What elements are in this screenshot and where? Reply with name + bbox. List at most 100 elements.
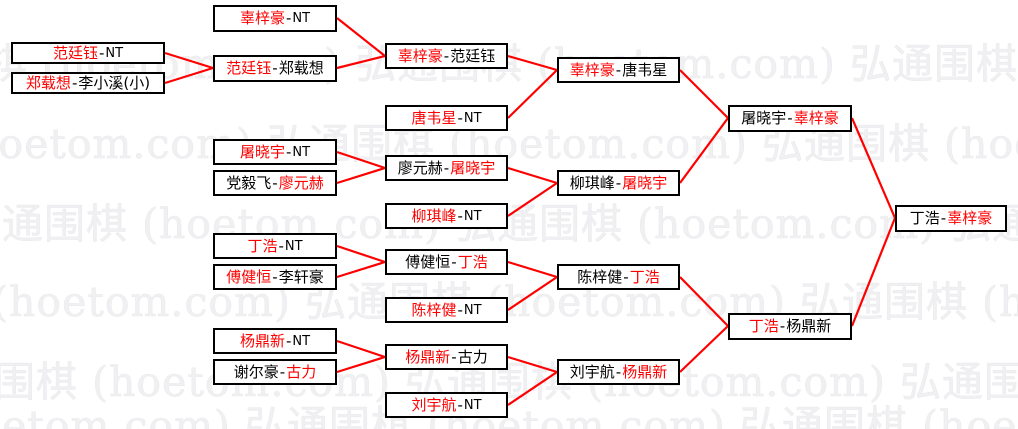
- match-separator: -: [272, 59, 278, 77]
- player-left: 傅健恒: [405, 252, 451, 271]
- connector-line: [850, 217, 897, 327]
- player-left: 范廷钰: [226, 59, 272, 77]
- player-right: 杨鼎新: [786, 317, 832, 335]
- connector-line: [164, 66, 214, 85]
- match-separator: -: [457, 395, 463, 414]
- match-separator: -: [272, 267, 278, 286]
- match-separator: -: [451, 347, 457, 366]
- bye-label: NT: [463, 302, 482, 318]
- connector-line: [336, 339, 386, 359]
- match-separator: -: [787, 109, 793, 127]
- match-separator: -: [443, 158, 450, 177]
- bye-label: NT: [105, 45, 124, 61]
- player-right: 古力: [457, 347, 488, 366]
- player-right: 廖元赫: [278, 173, 324, 192]
- player-right: 郑载想: [278, 59, 324, 77]
- player-left: 辜梓豪: [569, 60, 615, 79]
- player-right: 丁浩: [629, 267, 660, 286]
- match-box[interactable]: 屠晓宇-辜梓豪: [728, 105, 852, 132]
- player-right: 唐韦星: [622, 60, 668, 79]
- match-box[interactable]: 刘宇航-NT: [385, 392, 508, 418]
- connector-line: [336, 355, 386, 374]
- match-separator: -: [285, 331, 292, 350]
- player-left: 陈梓健: [577, 267, 623, 286]
- match-box[interactable]: 柳琪峰-屠晓宇: [557, 170, 680, 196]
- match-box[interactable]: 唐韦星-NT: [385, 105, 508, 131]
- match-separator: -: [451, 252, 457, 271]
- match-box[interactable]: 辜梓豪-NT: [213, 5, 337, 32]
- connector-line: [507, 371, 558, 406]
- bye-label: NT: [292, 144, 311, 160]
- player-left: 范廷钰: [52, 43, 98, 62]
- connector-line: [679, 69, 729, 119]
- player-left: 柳琪峰: [569, 173, 615, 192]
- connector-line: [507, 355, 558, 374]
- match-separator: -: [457, 206, 463, 225]
- match-box[interactable]: 丁浩-杨鼎新: [728, 313, 852, 340]
- match-separator: -: [285, 9, 292, 27]
- match-box[interactable]: 辜梓豪-范廷钰: [385, 43, 508, 69]
- player-left: 杨鼎新: [405, 347, 451, 366]
- match-box[interactable]: 陈梓健-丁浩: [557, 264, 680, 290]
- player-left: 丁浩: [748, 317, 779, 335]
- connector-line: [336, 17, 386, 57]
- match-separator: -: [615, 173, 622, 192]
- match-box[interactable]: 丁浩-NT: [213, 233, 337, 259]
- match-box[interactable]: 傅健恒-丁浩: [385, 249, 508, 275]
- player-left: 唐韦星: [411, 108, 457, 127]
- connector-line: [679, 276, 729, 327]
- connector-line: [507, 54, 558, 72]
- connector-line: [850, 117, 897, 219]
- match-separator: -: [940, 209, 947, 227]
- player-left: 刘宇航: [569, 362, 615, 381]
- match-box[interactable]: 郑载想-李小溪(小): [11, 72, 165, 94]
- player-right: 李轩豪: [278, 267, 324, 286]
- player-right: 杨鼎新: [622, 362, 668, 381]
- watermark-text: 弘通围棋 (hoetom.com) 弘通围棋 (hoetom.com) 弘通围棋…: [0, 278, 1018, 327]
- watermark-text: 弘通围棋 (hoetom.com) 弘通围棋 (hoetom.com) 弘通围棋…: [0, 120, 1018, 169]
- match-box[interactable]: 柳琪峰-NT: [385, 203, 508, 229]
- connector-line: [164, 51, 214, 70]
- match-box[interactable]: 范廷钰-郑载想: [213, 55, 337, 82]
- match-separator: -: [443, 46, 450, 65]
- connector-line: [507, 182, 558, 217]
- match-box[interactable]: 屠晓宇-NT: [213, 139, 337, 165]
- connector-line: [336, 260, 386, 279]
- connector-line: [507, 166, 558, 185]
- match-box[interactable]: 刘宇航-杨鼎新: [557, 359, 680, 385]
- player-right: 屠晓宇: [622, 173, 668, 192]
- match-box[interactable]: 谢尔豪-古力: [213, 359, 337, 385]
- player-left: 屠晓宇: [239, 142, 285, 161]
- match-box[interactable]: 陈梓健-NT: [385, 297, 508, 323]
- bye-label: NT: [292, 333, 311, 349]
- match-box[interactable]: 傅健恒-李轩豪: [213, 264, 337, 290]
- match-separator: -: [615, 362, 622, 381]
- player-right: 丁浩: [457, 252, 488, 271]
- player-right: 屠晓宇: [450, 158, 496, 177]
- player-left: 杨鼎新: [239, 331, 285, 350]
- watermark-text: 弘通围棋 (hoetom.com) 弘通围棋 (hoetom.com) 弘通围棋…: [0, 200, 1018, 249]
- bye-label: NT: [463, 110, 482, 126]
- match-separator: -: [457, 108, 463, 127]
- match-box[interactable]: 廖元赫-屠晓宇: [385, 155, 508, 181]
- connector-line: [679, 325, 729, 373]
- player-left: 党毅飞: [226, 173, 272, 192]
- player-left: 辜梓豪: [397, 46, 443, 65]
- match-box[interactable]: 丁浩-辜梓豪: [895, 205, 1007, 232]
- match-box[interactable]: 党毅飞-廖元赫: [213, 170, 337, 196]
- match-box[interactable]: 杨鼎新-NT: [213, 328, 337, 354]
- connector-line: [336, 244, 386, 264]
- connector-line: [679, 117, 729, 184]
- match-separator: -: [272, 173, 278, 192]
- match-box[interactable]: 杨鼎新-古力: [385, 344, 508, 370]
- match-box[interactable]: 辜梓豪-唐韦星: [557, 57, 680, 83]
- match-separator: -: [71, 73, 78, 92]
- match-separator: -: [285, 142, 292, 161]
- player-right: 李小溪(小): [78, 73, 151, 92]
- player-right: 辜梓豪: [793, 109, 839, 127]
- bye-label: NT: [292, 11, 311, 26]
- player-left: 傅健恒: [226, 267, 272, 286]
- match-box[interactable]: 范廷钰-NT: [11, 42, 165, 64]
